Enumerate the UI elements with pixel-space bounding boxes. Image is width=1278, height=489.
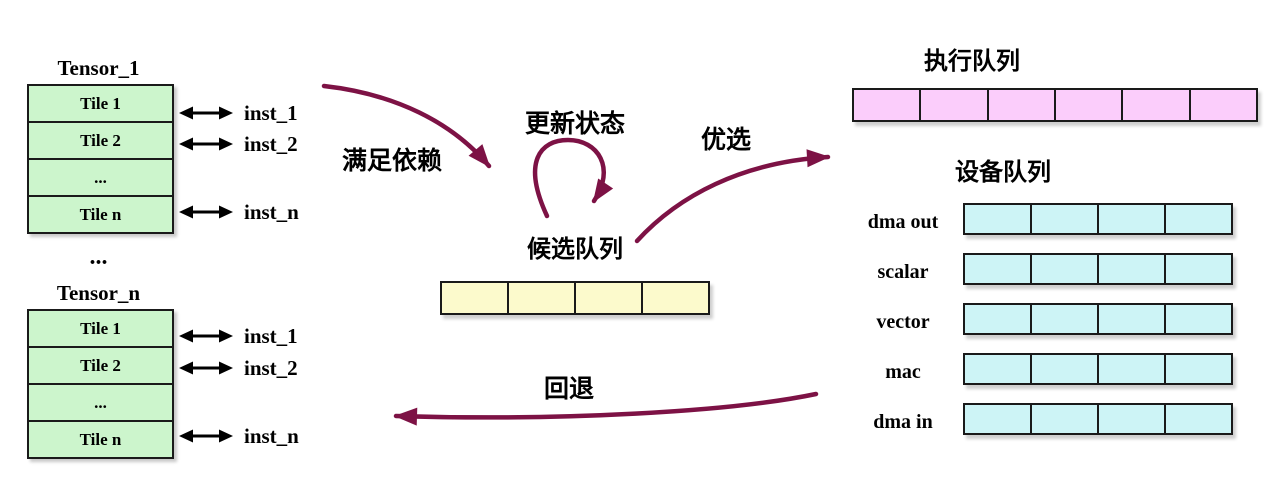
queue-cell xyxy=(643,283,708,313)
device-queue-dma-out xyxy=(963,203,1233,235)
inst-row: inst_2 xyxy=(178,131,298,157)
satisfy-dependency-label: 满足依赖 xyxy=(342,147,443,175)
queue-cell xyxy=(1166,305,1231,333)
queue-cell xyxy=(1032,255,1099,283)
double-arrow-icon xyxy=(178,360,234,376)
inst-row: inst_1 xyxy=(178,323,298,349)
queue-cell xyxy=(1032,205,1099,233)
queue-cell xyxy=(965,255,1032,283)
queue-cell xyxy=(965,405,1032,433)
tile-row: Tile 2 xyxy=(29,348,172,385)
double-arrow-icon xyxy=(178,105,234,121)
double-arrow-icon xyxy=(178,328,234,344)
double-arrow-icon xyxy=(178,428,234,444)
queue-cell xyxy=(854,90,922,120)
queue-cell xyxy=(1032,405,1099,433)
candidate-queue-title: 候选队列 xyxy=(527,236,623,263)
prefer-label: 优选 xyxy=(701,126,752,154)
update-status-loop-arrow xyxy=(532,137,614,219)
queue-cell xyxy=(1099,255,1166,283)
inst-label: inst_2 xyxy=(244,131,298,156)
queue-cell xyxy=(1166,405,1231,433)
tensor-separator-dots: ... xyxy=(89,244,108,270)
prefer-arrow xyxy=(634,149,831,244)
device-queue-label: vector xyxy=(876,311,930,333)
inst-label: inst_2 xyxy=(244,355,298,380)
inst-row: inst_n xyxy=(178,423,299,449)
tile-row: Tile 1 xyxy=(29,311,172,348)
device-queue-mac xyxy=(963,353,1233,385)
tile-row: Tile 2 xyxy=(29,123,172,160)
execution-queue-title: 执行队列 xyxy=(924,48,1020,75)
tile-row: Tile n xyxy=(29,422,172,457)
tile-row: Tile 1 xyxy=(29,86,172,123)
queue-cell xyxy=(1166,355,1231,383)
tile-row: ... xyxy=(29,160,172,197)
double-arrow-icon xyxy=(178,136,234,152)
queue-cell xyxy=(442,283,509,313)
device-queues-title: 设备队列 xyxy=(955,159,1051,186)
queue-cell xyxy=(509,283,576,313)
queue-cell xyxy=(1032,355,1099,383)
tensor-1-title: Tensor_1 xyxy=(57,56,140,80)
device-queue-label: mac xyxy=(885,361,921,383)
queue-cell xyxy=(1099,205,1166,233)
queue-cell xyxy=(965,205,1032,233)
device-queue-dma-in xyxy=(963,403,1233,435)
inst-label: inst_1 xyxy=(244,100,298,125)
queue-cell xyxy=(1166,255,1231,283)
inst-row: inst_1 xyxy=(178,100,298,126)
queue-cell xyxy=(576,283,643,313)
queue-cell xyxy=(1099,355,1166,383)
device-queue-label: scalar xyxy=(877,261,929,283)
tile-row: Tile n xyxy=(29,197,172,232)
queue-cell xyxy=(1123,90,1191,120)
queue-cell xyxy=(1166,205,1231,233)
rollback-label: 回退 xyxy=(544,375,595,403)
inst-row: inst_n xyxy=(178,199,299,225)
rollback-arrow xyxy=(393,391,819,426)
inst-label: inst_n xyxy=(244,423,299,448)
execution-queue xyxy=(852,88,1258,122)
queue-cell xyxy=(965,355,1032,383)
queue-cell xyxy=(965,305,1032,333)
queue-cell xyxy=(988,90,1056,120)
device-queue-scalar xyxy=(963,253,1233,285)
queue-cell xyxy=(1099,305,1166,333)
queue-cell xyxy=(1099,405,1166,433)
device-queue-vector xyxy=(963,303,1233,335)
queue-cell xyxy=(1190,90,1256,120)
queue-cell xyxy=(921,90,989,120)
update-status-label: 更新状态 xyxy=(525,110,626,138)
device-queue-label: dma in xyxy=(873,411,933,433)
inst-label: inst_n xyxy=(244,199,299,224)
double-arrow-icon xyxy=(178,204,234,220)
inst-row: inst_2 xyxy=(178,355,298,381)
device-queue-label: dma out xyxy=(867,211,939,233)
candidate-queue xyxy=(440,281,710,315)
tile-row: ... xyxy=(29,385,172,422)
tensor-n-title: Tensor_n xyxy=(56,281,141,305)
inst-label: inst_1 xyxy=(244,323,298,348)
queue-cell xyxy=(1032,305,1099,333)
queue-cell xyxy=(1055,90,1124,120)
